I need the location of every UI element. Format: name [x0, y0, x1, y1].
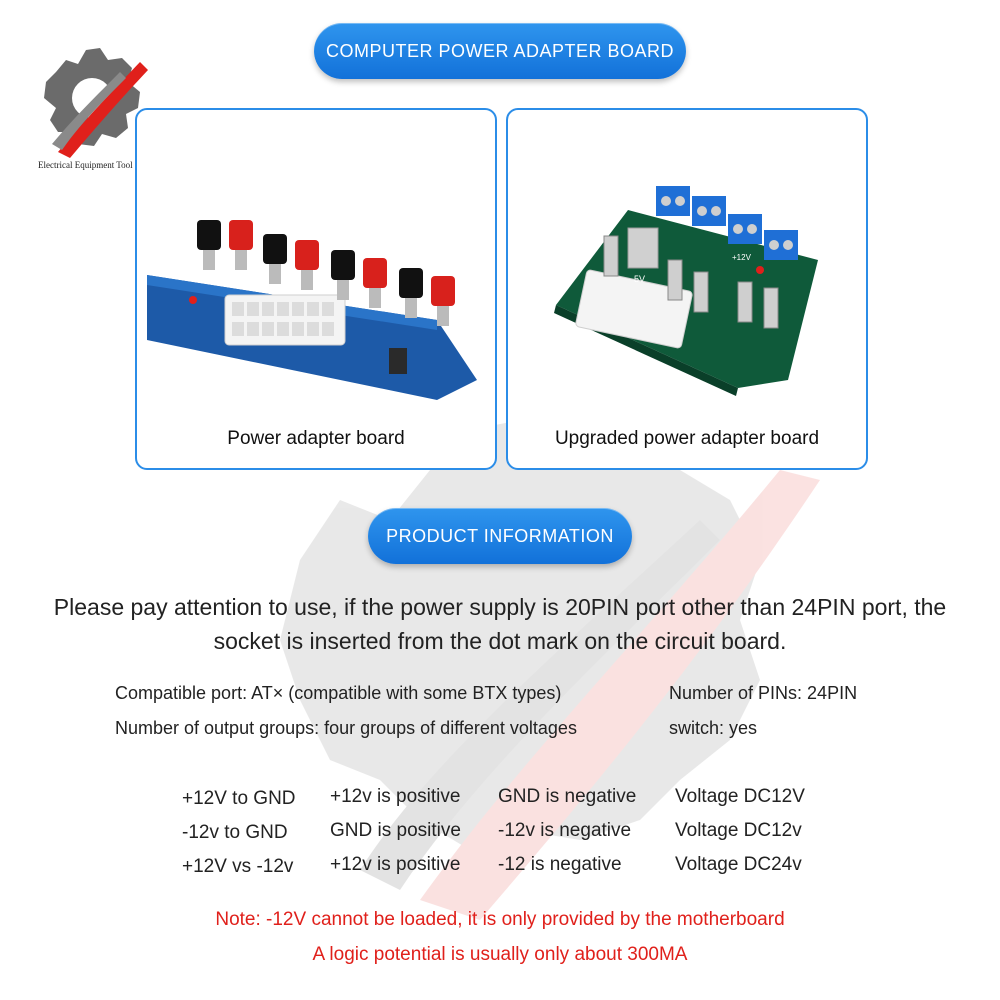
table-cell: GND is negative [498, 786, 637, 807]
upgraded-board-image: 5V +12V [554, 186, 818, 396]
table-cell: +12v is positive [330, 854, 461, 875]
table-cell: -12v to GND [182, 822, 288, 843]
brand-tagline: Electrical Equipment Tool [38, 160, 133, 170]
table-cell: -12 is negative [498, 854, 622, 875]
table-cell: +12V to GND [182, 788, 296, 809]
brand-logo [44, 48, 148, 158]
table-cell: +12V vs -12v [182, 856, 294, 877]
section-title: PRODUCT INFORMATION [368, 508, 632, 564]
logo-swoosh-grey [52, 72, 126, 150]
warning-note: Note: -12V cannot be loaded, it is only … [215, 909, 785, 930]
spec-output-groups: Number of output groups: four groups of … [115, 718, 577, 738]
spec-compatible-port: Compatible port: AT× (compatible with so… [115, 683, 562, 703]
table-cell: +12v is positive [330, 786, 461, 807]
table-cell: Voltage DC12v [675, 820, 802, 841]
board-marking-5v: 5V [634, 274, 645, 284]
table-cell: -12v is negative [498, 820, 632, 841]
header-title: COMPUTER POWER ADAPTER BOARD [314, 23, 686, 79]
product-card-upgraded: 5V +12V Upgraded power adapter board [506, 108, 868, 470]
binding-posts [197, 220, 455, 326]
logo-swoosh-red [58, 62, 148, 158]
table-cell: GND is positive [330, 820, 461, 841]
product-caption-basic: Power adapter board [227, 428, 405, 449]
table-cell: Voltage DC12V [675, 786, 805, 807]
board-marking-12v: +12V [732, 253, 752, 262]
product-caption-upgraded: Upgraded power adapter board [554, 428, 820, 449]
table-cell: Voltage DC24v [675, 854, 802, 875]
spec-pins: Number of PINs: 24PIN [669, 683, 858, 703]
screw-terminals [656, 186, 798, 260]
current-note: A logic potential is usually only about … [312, 944, 688, 965]
spec-switch: switch: yes [669, 718, 758, 738]
usage-notice: Please pay attention to use, if the powe… [53, 594, 947, 654]
product-card-basic: Power adapter board [135, 108, 497, 470]
power-adapter-board-image [147, 220, 477, 400]
